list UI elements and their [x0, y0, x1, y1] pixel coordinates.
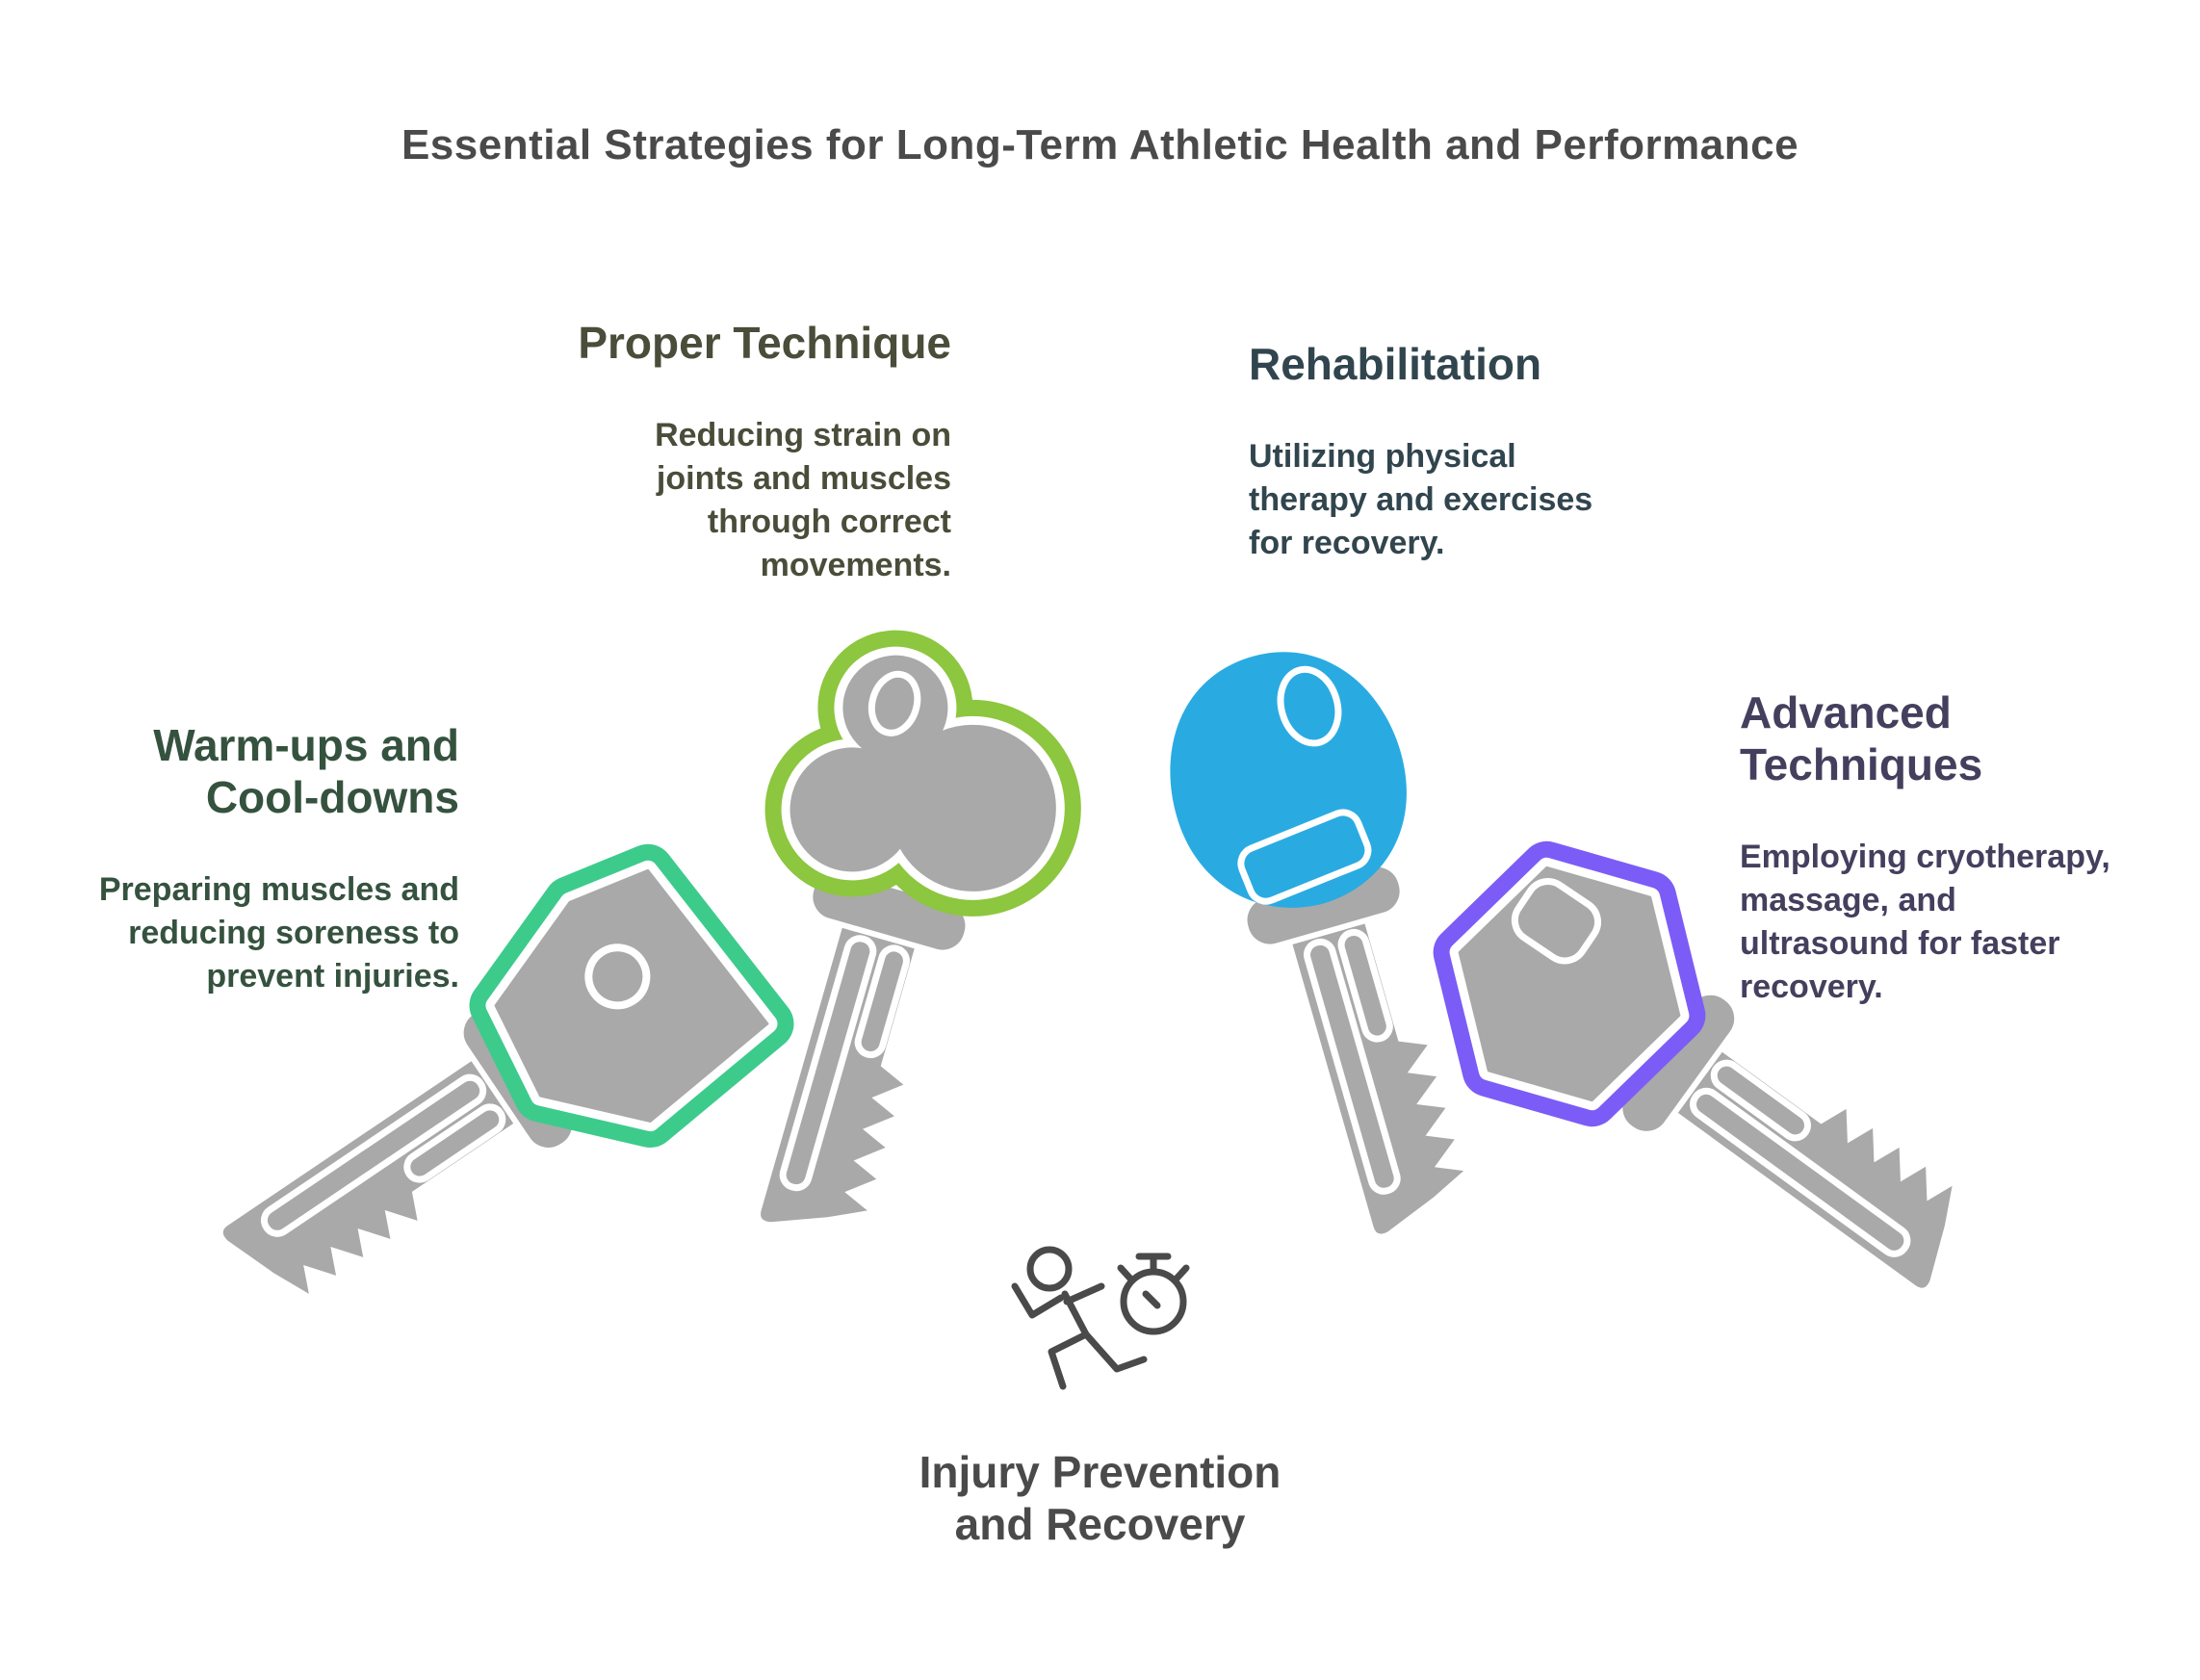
key-head-hexagon [1433, 840, 1706, 1127]
section-rehabilitation: Rehabilitation Utilizing physical therap… [1249, 339, 1749, 565]
section-body: Preparing muscles and reducing soreness … [98, 870, 459, 995]
key-svg [1433, 840, 1953, 1288]
section-proper-technique: Proper Technique Reducing strain on join… [431, 318, 951, 588]
key-icon-rehabilitation [1088, 587, 1575, 1279]
section-heading: Warm-ups and Cool-downs [153, 720, 459, 822]
section-heading: Advanced Techniques [1740, 687, 1983, 789]
key-svg [222, 843, 794, 1294]
runner-svg [1011, 1246, 1190, 1390]
key-blade [1617, 989, 1953, 1288]
section-heading: Rehabilitation [1249, 339, 1542, 389]
section-body: Utilizing physical therapy and exercises… [1249, 437, 1593, 562]
key-icon-proper-technique [637, 593, 1125, 1285]
section-advanced-techniques: Advanced Techniques Employing cryotherap… [1740, 687, 2192, 1010]
key-head-round [1170, 652, 1407, 908]
key-svg [1170, 652, 1464, 1234]
section-heading: Proper Technique [578, 318, 951, 368]
key-icon-warmups [143, 784, 845, 1405]
section-warmups-cooldowns: Warm-ups and Cool-downs Preparing muscle… [0, 720, 459, 998]
key-head-cloud [764, 630, 1081, 917]
key-icon-advanced-techniques [1353, 763, 2052, 1396]
key-blade [761, 866, 971, 1223]
key-head-rounded-square [469, 843, 794, 1149]
section-body: Employing cryotherapy, massage, and ultr… [1740, 838, 2110, 1006]
section-body: Reducing strain on joints and muscles th… [655, 416, 951, 584]
center-label: Injury Prevention and Recovery [919, 1447, 1281, 1550]
key-svg [761, 630, 1081, 1223]
runner-with-stopwatch-icon [990, 1234, 1202, 1427]
page-title: Essential Strategies for Long-Term Athle… [401, 121, 1799, 168]
